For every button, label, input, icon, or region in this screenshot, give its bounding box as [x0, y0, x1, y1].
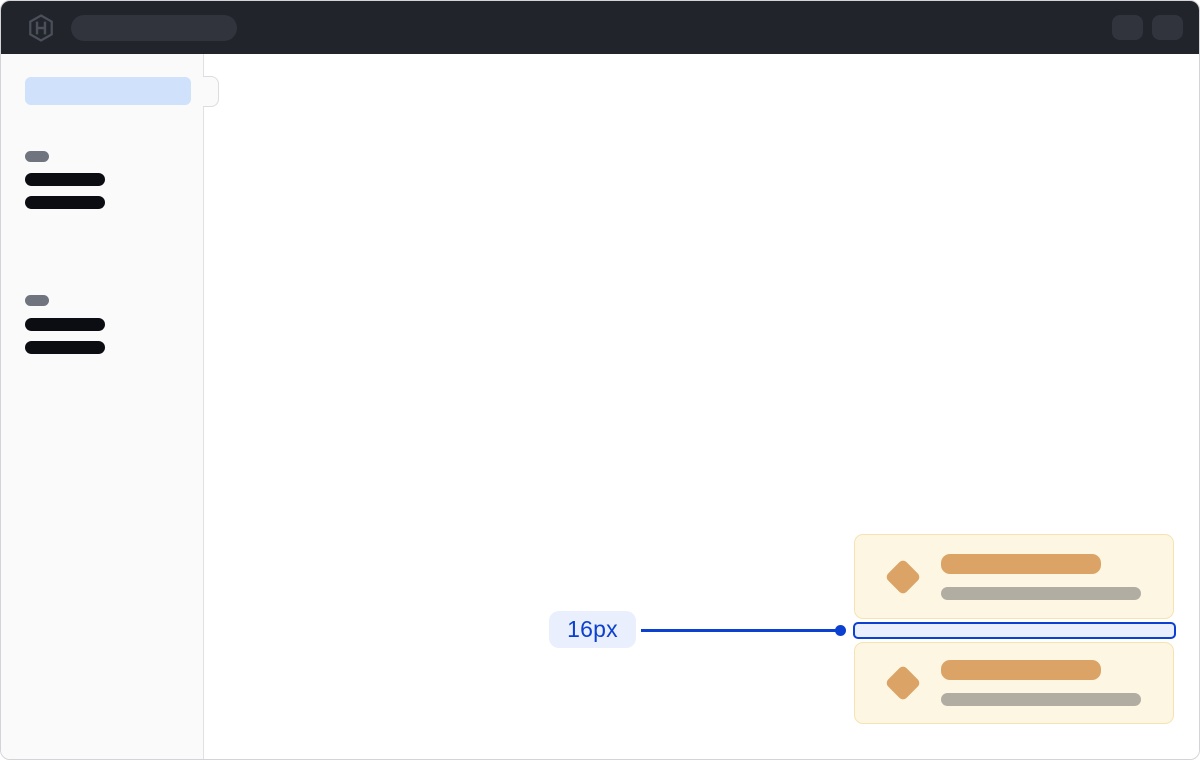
sidebar-group-label-skeleton	[25, 151, 49, 162]
search-input-skeleton[interactable]	[71, 14, 237, 41]
main-content: 16px	[204, 54, 1199, 759]
card-subtitle-skeleton	[941, 693, 1141, 706]
card-title-skeleton	[941, 553, 1101, 574]
list-item-card[interactable]	[854, 534, 1174, 619]
user-menu-skeleton[interactable]	[1152, 15, 1183, 40]
sidebar-active-item-skeleton[interactable]	[25, 77, 191, 105]
diamond-icon	[884, 558, 922, 595]
sidebar-collapse-toggle[interactable]	[203, 76, 219, 107]
card-subtitle-skeleton	[941, 586, 1141, 600]
sidebar-item-skeleton[interactable]	[25, 173, 105, 186]
measurement-leader-line	[641, 629, 836, 632]
top-nav-bar	[1, 1, 1199, 54]
sidebar-item-skeleton[interactable]	[25, 341, 105, 354]
card-title-skeleton	[941, 660, 1101, 680]
sidebar-item-skeleton[interactable]	[25, 318, 105, 331]
sidebar-item-skeleton[interactable]	[25, 196, 105, 209]
diamond-icon	[884, 664, 922, 702]
hashicorp-logo-icon	[27, 13, 55, 42]
card-text-skeletons	[941, 660, 1141, 706]
sidebar	[1, 54, 219, 759]
spacing-highlight-box	[853, 622, 1176, 639]
sidebar-group-label-skeleton	[25, 295, 49, 306]
spacing-measurement-label: 16px	[549, 611, 636, 648]
app-body: 16px	[1, 54, 1199, 759]
card-text-skeletons	[941, 553, 1141, 600]
measurement-dot	[835, 624, 846, 636]
help-button-skeleton[interactable]	[1112, 15, 1143, 40]
list-item-card[interactable]	[854, 642, 1174, 724]
